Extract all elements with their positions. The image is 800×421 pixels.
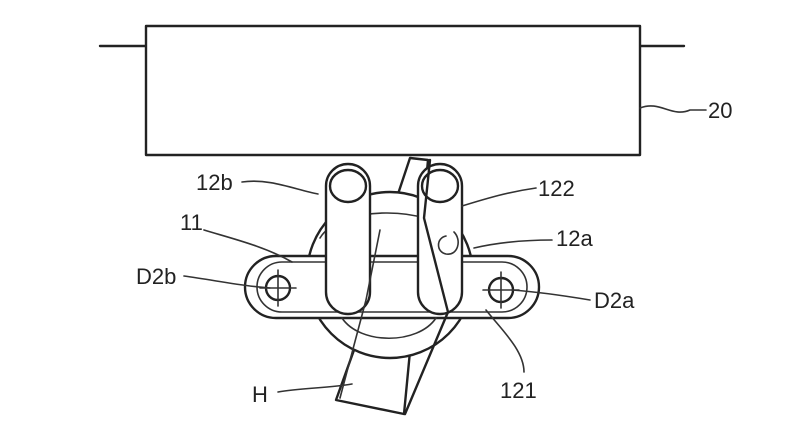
label-121: 121: [500, 378, 537, 403]
label-12a: 12a: [556, 226, 593, 251]
hand-back-edge: [339, 229, 381, 399]
label-d2a: D2a: [594, 288, 635, 313]
label-122: 122: [538, 176, 575, 201]
finger-12a: [416, 162, 464, 316]
hand-front-edge: [403, 158, 450, 416]
label-20: 20: [708, 98, 732, 123]
hub-lower-arc: [341, 317, 437, 340]
base-link-11: [243, 254, 541, 320]
label-12b: 12b: [196, 170, 233, 195]
label-d2b: D2b: [136, 264, 176, 289]
finger-12b: [324, 162, 372, 316]
label-11: 11: [180, 210, 203, 235]
leader-lines: [183, 105, 707, 393]
label-h: H: [252, 382, 268, 407]
housing-20: [98, 24, 686, 157]
